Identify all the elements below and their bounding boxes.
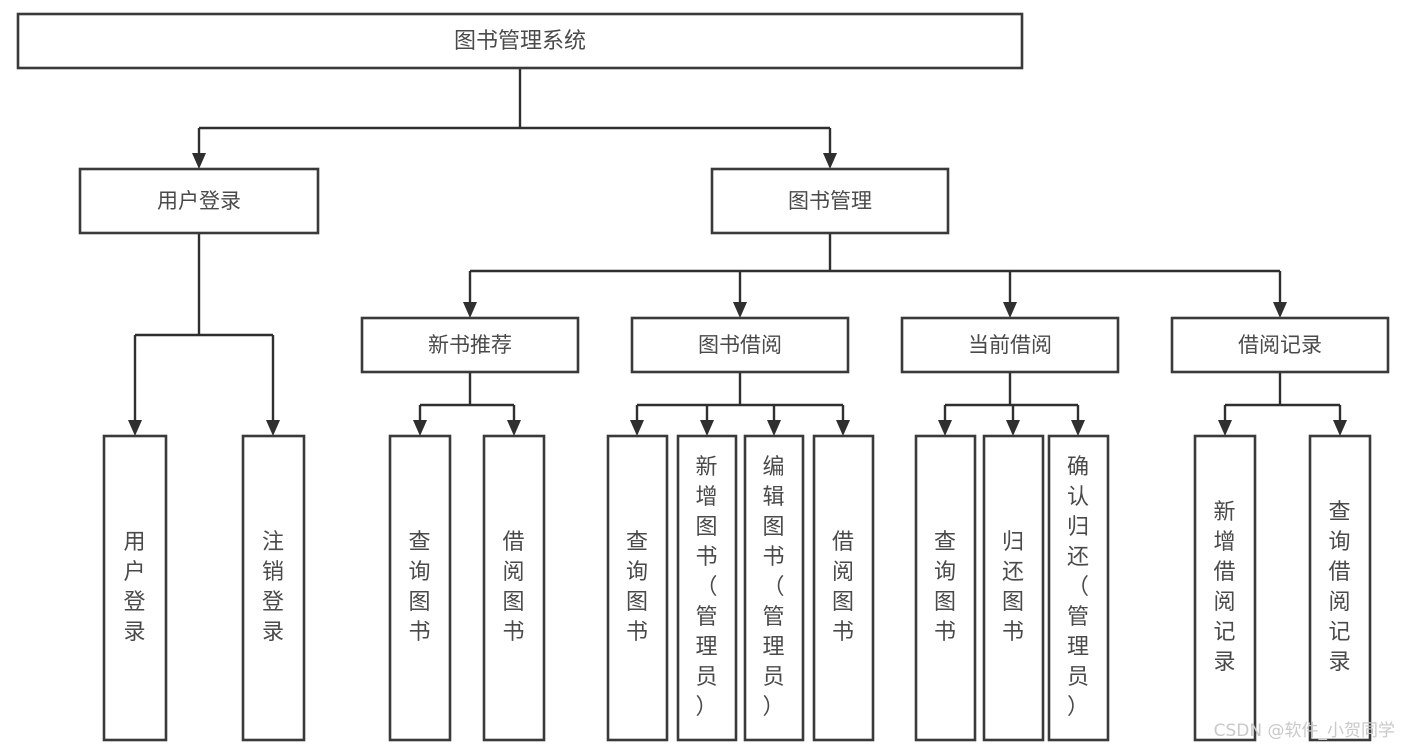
level3-node-label: 图书借阅 [698, 333, 782, 357]
arrow-head-icon [463, 302, 477, 318]
leaf-node[interactable]: 确认归还（管理员） [1047, 434, 1110, 742]
level3-box[interactable] [1170, 316, 1390, 374]
arrow-head-icon [1333, 420, 1347, 436]
leaf-node-label: 查询图书 [934, 530, 957, 645]
leaf-node[interactable]: 新增借阅记录 [1193, 434, 1257, 742]
arrow-head-icon [1218, 420, 1232, 436]
leaf-node-label: 注销登录 [262, 530, 285, 645]
level3-node[interactable]: 当前借阅 [900, 316, 1120, 374]
connector-group-root-to-level2 [192, 68, 837, 169]
level3-node[interactable]: 借阅记录 [1170, 316, 1390, 374]
leaf-node[interactable]: 借阅图书 [482, 434, 546, 742]
connector-group-borrow-to-leaves [630, 372, 850, 436]
leaf-box[interactable] [1308, 434, 1372, 742]
node-layer: 图书管理系统用户登录图书管理新书推荐图书借阅当前借阅借阅记录用户登录注销登录查询… [16, 12, 1390, 742]
level2-node-label: 图书管理 [788, 189, 872, 213]
leaf-box[interactable] [1047, 434, 1110, 742]
level3-node[interactable]: 图书借阅 [630, 316, 850, 374]
connector-group-newbook-to-leaves [413, 372, 521, 436]
leaf-node-label: 新增借阅记录 [1213, 500, 1236, 675]
level3-box[interactable] [360, 316, 580, 374]
leaf-node[interactable]: 查询图书 [388, 434, 452, 742]
arrow-head-icon [1071, 420, 1085, 436]
connector-group-bookmgmt-to-level3 [463, 233, 1287, 318]
root-node-label: 图书管理系统 [454, 29, 586, 54]
connector-group-userlogin-to-leaves [128, 233, 280, 436]
level3-node[interactable]: 新书推荐 [360, 316, 580, 374]
leaf-node[interactable]: 用户登录 [102, 434, 168, 742]
arrow-head-icon [630, 420, 644, 436]
leaf-node-label: 借阅图书 [832, 530, 855, 645]
arrow-head-icon [507, 420, 521, 436]
connector-group-record-to-leaves [1218, 372, 1347, 436]
arrow-head-icon [192, 153, 206, 169]
arrow-head-icon [266, 420, 280, 436]
leaf-node[interactable]: 借阅图书 [812, 434, 875, 742]
level3-node-label: 当前借阅 [968, 333, 1052, 357]
arrow-head-icon [413, 420, 427, 436]
arrow-head-icon [128, 420, 142, 436]
arrow-head-icon [836, 420, 850, 436]
leaf-node[interactable]: 编辑图书（管理员） [743, 434, 805, 742]
leaf-box[interactable] [241, 434, 306, 742]
leaf-box[interactable] [914, 434, 977, 742]
leaf-node[interactable]: 归还图书 [982, 434, 1045, 742]
leaf-box[interactable] [812, 434, 875, 742]
leaf-box[interactable] [482, 434, 546, 742]
leaf-box[interactable] [743, 434, 805, 742]
leaf-box[interactable] [388, 434, 452, 742]
level3-box[interactable] [630, 316, 850, 374]
arrow-head-icon [1006, 420, 1020, 436]
level2-node[interactable]: 图书管理 [710, 167, 950, 235]
arrow-head-icon [823, 153, 837, 169]
arrow-head-icon [1273, 302, 1287, 318]
leaf-node-label: 查询图书 [626, 530, 649, 645]
leaf-box[interactable] [102, 434, 168, 742]
level2-box[interactable] [78, 167, 320, 235]
arrow-head-icon [767, 420, 781, 436]
arrow-head-icon [700, 420, 714, 436]
leaf-box[interactable] [606, 434, 669, 742]
leaf-node[interactable]: 查询图书 [914, 434, 977, 742]
root-box[interactable] [16, 12, 1024, 70]
leaf-node-label: 借阅图书 [502, 530, 525, 645]
connector-layer [128, 68, 1347, 436]
level3-node-label: 借阅记录 [1238, 333, 1322, 357]
root-node[interactable]: 图书管理系统 [16, 12, 1024, 70]
leaf-box[interactable] [676, 434, 738, 742]
level2-node-label: 用户登录 [157, 189, 241, 213]
connector-group-current-to-leaves [938, 372, 1085, 436]
leaf-node-label: 查询图书 [408, 530, 431, 645]
level2-node[interactable]: 用户登录 [78, 167, 320, 235]
leaf-node-label: 编辑图书（管理员） [762, 455, 785, 720]
leaf-node[interactable]: 新增图书（管理员） [676, 434, 738, 742]
leaf-node[interactable]: 查询图书 [606, 434, 669, 742]
leaf-node-label: 用户登录 [123, 530, 146, 645]
level3-box[interactable] [900, 316, 1120, 374]
level2-box[interactable] [710, 167, 950, 235]
leaf-node-label: 归还图书 [1002, 530, 1025, 645]
arrow-head-icon [938, 420, 952, 436]
leaf-node[interactable]: 注销登录 [241, 434, 306, 742]
leaf-box[interactable] [982, 434, 1045, 742]
leaf-node[interactable]: 查询借阅记录 [1308, 434, 1372, 742]
level3-node-label: 新书推荐 [428, 333, 512, 357]
leaf-node-label: 确认归还（管理员） [1067, 455, 1090, 720]
arrow-head-icon [733, 302, 747, 318]
leaf-node-label: 新增图书（管理员） [695, 455, 718, 720]
leaf-node-label: 查询借阅记录 [1328, 500, 1351, 675]
leaf-box[interactable] [1193, 434, 1257, 742]
arrow-head-icon [1003, 302, 1017, 318]
